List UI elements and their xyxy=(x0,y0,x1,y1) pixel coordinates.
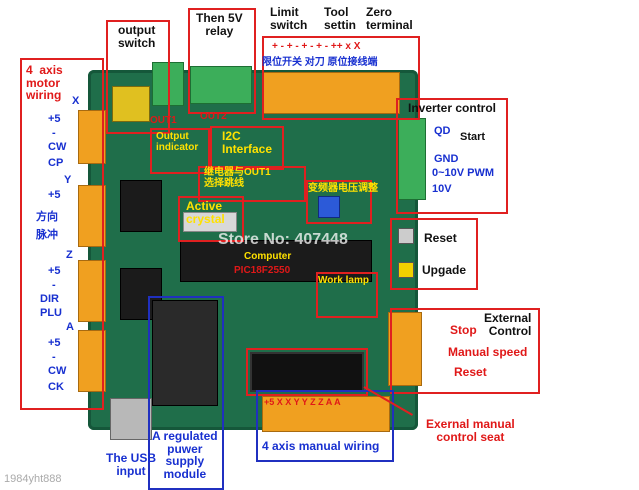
external-control-label: External Control xyxy=(484,311,532,338)
minus-label-4: - xyxy=(52,351,56,363)
pwm-label: 0~10V PWM xyxy=(432,167,495,179)
stop-label: Stop xyxy=(450,323,477,337)
manual-wiring-box xyxy=(256,390,394,462)
output-indicator-label: Output indicator xyxy=(156,131,199,153)
motor-wiring-box xyxy=(20,58,104,410)
store-watermark: Store No: 407448 xyxy=(218,231,348,248)
manual-wiring-terminal xyxy=(262,396,390,432)
driver-chip xyxy=(120,180,162,232)
external-control-terminal xyxy=(388,312,422,386)
active-crystal-label: Active crystal xyxy=(186,199,225,226)
x-label: X xyxy=(72,95,80,107)
i2c-box xyxy=(210,126,284,170)
regulated-power-label: A regulated puwer supply module xyxy=(152,429,218,481)
output-indicator-box xyxy=(150,128,210,174)
bottom-pins-label: +5 X X Y Y Z Z A A xyxy=(264,397,341,407)
qd-label: QD xyxy=(434,125,451,137)
cw2-label: CW xyxy=(48,365,67,377)
external-manual-label: Exernal manual control seat xyxy=(426,417,515,444)
maichong-label: 脉冲 xyxy=(36,229,58,241)
top-terminals-box xyxy=(262,36,420,120)
computer-label: Computer xyxy=(244,251,292,262)
plus5-label-1: +5 xyxy=(48,113,61,125)
power-module xyxy=(152,300,218,406)
active-crystal-box xyxy=(178,196,244,242)
external-control-box xyxy=(390,308,540,394)
relay-box xyxy=(188,8,256,114)
cn-relay-label: 继电器与OUT1 选择跳线 xyxy=(204,167,271,189)
z-axis-terminal xyxy=(78,260,106,322)
relay-block xyxy=(112,86,150,122)
x-axis-terminal xyxy=(78,110,106,164)
trimmer xyxy=(318,196,340,218)
start-label: Start xyxy=(460,131,486,143)
limit-terminal xyxy=(262,72,400,114)
work-lamp-box xyxy=(316,272,378,318)
watermark-label: 1984yht888 xyxy=(4,473,62,485)
ten-v-label: 10V xyxy=(432,183,452,195)
inverter-terminal xyxy=(398,118,426,200)
upgrade-button xyxy=(398,262,414,278)
out1-label: OUT1 xyxy=(150,115,177,126)
minus-label-1: - xyxy=(52,127,56,139)
four-axis-manual-label: 4 axis manual wiring xyxy=(262,439,380,453)
reset-upgrade-box xyxy=(390,218,478,290)
reset-button xyxy=(398,228,414,244)
gnd-label: GND xyxy=(434,153,459,165)
fangxiang-label: 方向 xyxy=(36,211,58,223)
relay-label: Then 5V relay xyxy=(196,11,243,38)
cn-inverter-label: 变频器电压调整 xyxy=(308,183,378,194)
inverter-control-box xyxy=(396,98,508,214)
manual-header-box xyxy=(246,348,368,396)
usb-input-label: The USB input xyxy=(106,451,157,478)
i2c-label: I2C Interface xyxy=(222,129,273,156)
a-axis-terminal xyxy=(78,330,106,392)
manual-speed-label: Manual speed xyxy=(448,345,528,359)
output-switch-box xyxy=(106,20,170,134)
pic-label: PIC18F2550 xyxy=(234,265,291,276)
plus5-label-4: +5 xyxy=(48,337,61,349)
ck-label: CK xyxy=(48,381,64,393)
usb-port xyxy=(110,398,152,440)
plus5-label-2: +5 xyxy=(48,189,61,201)
z-label: Z xyxy=(66,249,73,261)
relay-terminal xyxy=(190,66,252,104)
a-label: A xyxy=(66,321,74,333)
reset-label: Reset xyxy=(424,231,457,245)
dir-label: DIR xyxy=(40,293,59,305)
plu-label: PLU xyxy=(40,307,62,319)
y-axis-terminal xyxy=(78,185,106,247)
work-lamp-label: Work lamp xyxy=(318,275,369,286)
inverter-control-label: Inverter control xyxy=(408,101,497,115)
y-label: Y xyxy=(64,174,72,186)
zero-terminal-label: Zero terminal xyxy=(366,5,413,32)
axis-motor-wiring-label: 4 axis motor wiring xyxy=(26,63,63,103)
relay-jumper-box xyxy=(198,166,306,202)
tool-setting-label: Tool settin xyxy=(324,5,357,32)
inverter-adjust-box xyxy=(306,180,372,224)
limit-switch-label: Limit switch xyxy=(270,5,308,32)
pic-chip xyxy=(180,240,372,282)
reset2-label: Reset xyxy=(454,365,487,379)
plus5-label-3: +5 xyxy=(48,265,61,277)
cp-label: CP xyxy=(48,157,64,169)
cw-label: CW xyxy=(48,141,67,153)
crystal xyxy=(183,212,237,232)
minus-label-3: - xyxy=(52,279,56,291)
upgrade-label: Upgade xyxy=(422,263,467,277)
top-pins-label: + - + - + - + - ++ x X xyxy=(272,41,361,52)
output-switch-label: output switch xyxy=(118,23,156,50)
cn-top-label: 限位开关 对刀 原位接线端 xyxy=(262,57,378,68)
out2-label: OUT2 xyxy=(200,111,227,122)
